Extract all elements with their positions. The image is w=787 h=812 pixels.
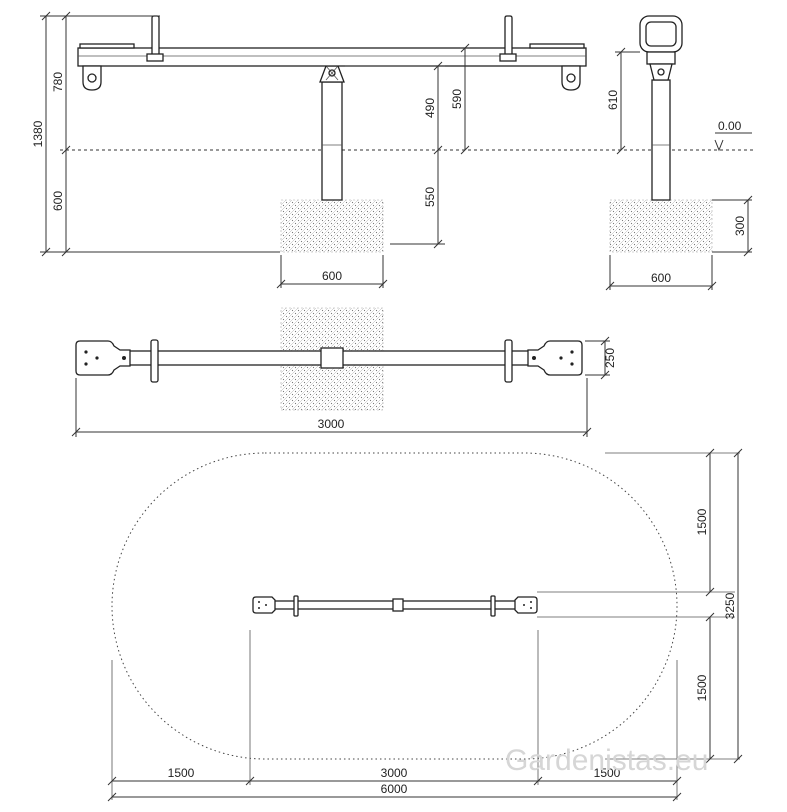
dim-below-ground: 600 [51,191,65,211]
dim-side-height: 610 [606,90,620,110]
top-pivot [320,347,344,369]
right-bumper-hole [566,73,576,83]
left-seat [79,43,135,49]
right-seat [529,43,585,49]
safety-zone-outline [111,452,678,760]
pivot-post [321,81,343,201]
ground-level-label: 0.00 [718,119,742,133]
left-handle [151,15,160,59]
dim-zone-top: 1500 [695,508,709,535]
dim-side-foundation-depth: 300 [733,216,747,236]
dim-foundation-width: 600 [322,269,342,283]
side-foundation [609,199,713,253]
side-view: 0.00 610 300 600 [605,15,753,291]
right-handle-base [499,53,517,62]
dim-zone-total-width: 3250 [723,592,737,619]
left-handle-base [146,53,164,62]
top-left-handle [150,339,159,383]
dim-total-height: 1380 [31,120,45,147]
top-right-handle [504,339,513,383]
watermark: Gardenistas.eu [505,744,708,777]
dim-above-ground: 780 [51,72,65,92]
safety-zone: 1500 1500 3250 1500 3000 1500 6000 [107,448,743,802]
dim-top-length: 3000 [318,417,345,431]
dim-top-width: 250 [603,348,617,368]
dim-zone-bottom: 1500 [695,674,709,701]
top-right-seat [527,340,583,376]
right-handle [504,15,513,59]
side-beam-section [646,51,676,65]
side-post [651,79,671,201]
dim-seat-height: 590 [450,89,464,109]
plan-seesaw [252,595,538,617]
dim-side-foundation-width: 600 [651,271,671,285]
seesaw-beam [77,47,587,67]
dim-zone-equipment-length: 3000 [381,766,408,780]
plan-left-seat [252,596,276,614]
front-view: 1380 780 600 490 590 550 600 [31,11,755,289]
top-left-seat [75,340,131,376]
dim-zone-right-margin: 1500 [594,766,621,780]
dim-pivot-height: 490 [423,98,437,118]
left-bumper-hole [87,73,97,83]
dim-foundation-depth: 550 [423,187,437,207]
dim-zone-total-length: 6000 [381,782,408,796]
front-foundation [280,199,384,253]
top-view: 250 3000 [71,307,617,437]
dim-zone-left-margin: 1500 [168,766,195,780]
plan-right-seat [514,596,538,614]
